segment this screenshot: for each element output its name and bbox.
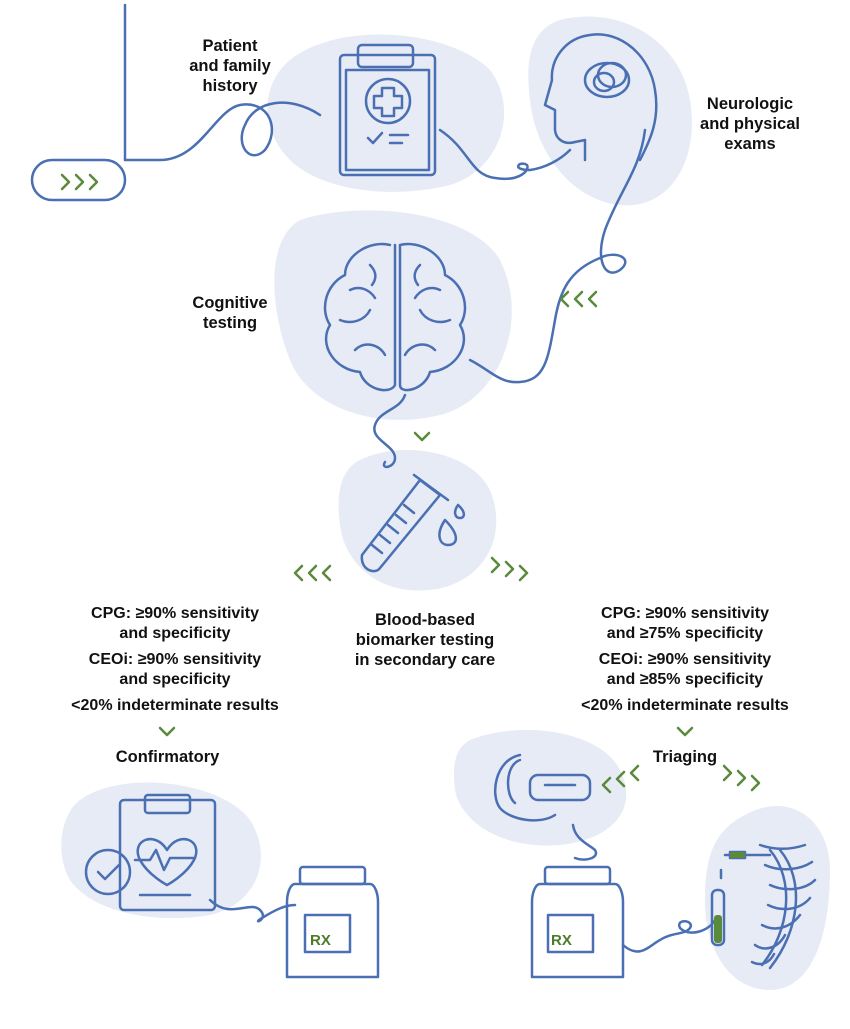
history-label: Patient and family history [189,37,271,95]
spine-icon [750,843,817,970]
line-art [30,3,817,979]
path-neuro-down [468,128,647,384]
path-mri-rx [571,823,598,861]
blob-blood [338,450,497,591]
blood-label: Blood-based biomarker testing in seconda… [354,611,496,669]
triaging-indeterminate: <20% indeterminate results [581,697,789,714]
chevron-left-icon [601,764,640,794]
path-rx-spine [621,918,717,953]
chevron-right-icon [60,173,99,191]
rx-left-label: RX [310,932,331,949]
chevron-right-icon [722,764,761,792]
sample-fill [714,915,722,943]
background-blobs [61,16,830,990]
blob-neuro [528,16,692,206]
rx-right-label: RX [551,932,572,949]
path-to-neuro [438,128,572,181]
confirmatory-indeterminate: <20% indeterminate results [71,697,279,714]
syringe-fill [730,852,745,858]
rx-bottle-left-icon [285,865,380,979]
clipboard-history-icon [338,43,437,177]
chevron-down-icon [676,726,694,737]
blob-clipboard [61,782,261,919]
path-confirm-rx [208,898,297,923]
chevron-left-icon [293,564,332,582]
path-history [123,101,322,162]
blob-cognitive [274,210,512,420]
chevron-left-icon [559,290,598,308]
mri-scanner-icon [493,753,592,822]
brain-icon [323,242,467,392]
rx-bottle-right-icon [530,865,625,979]
test-tube-icon [360,473,466,573]
head-brain-swirl-icon [543,33,658,162]
cognitive-label: Cognitive testing [192,294,268,332]
chevron-down-icon [158,726,176,737]
clipboard-heart-icon [84,793,217,912]
chevron-down-icon [413,431,431,442]
chevron-right-icon [490,556,529,582]
confirmatory-label: Confirmatory [115,748,220,766]
path-cognitive-down [373,393,407,469]
neuro-label: Neurologic and physical exams [700,95,800,153]
start-pill [30,158,127,202]
chevrons [60,173,761,794]
blob-history [267,34,505,192]
triaging-label: Triaging [652,748,718,766]
blob-mri [453,730,627,846]
